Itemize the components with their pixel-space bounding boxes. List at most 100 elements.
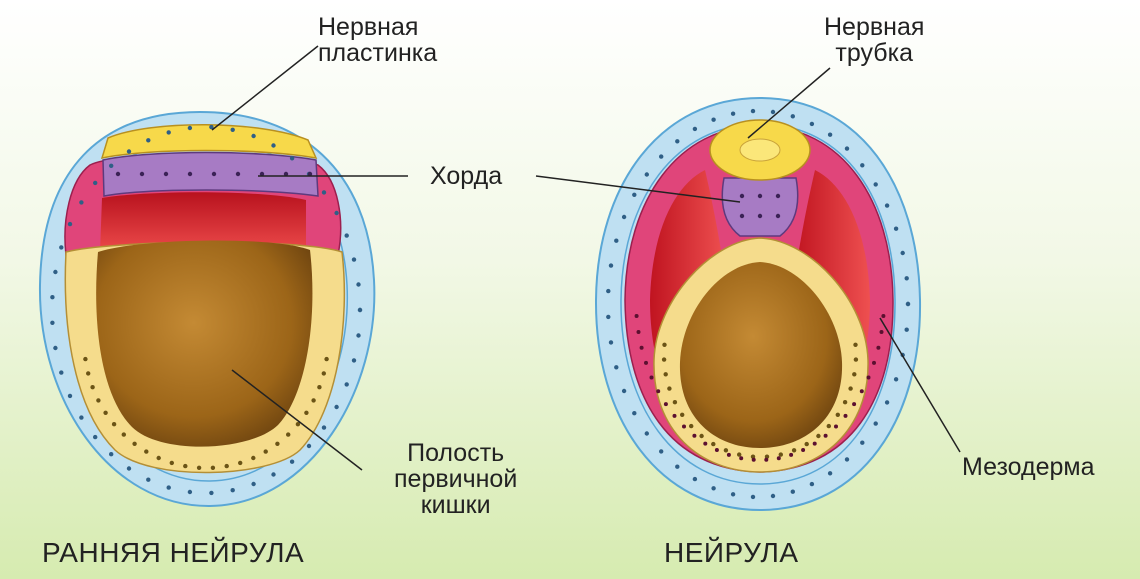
mesoderm-cell-nucleus — [673, 414, 677, 418]
ectoderm-cell-nucleus — [290, 156, 294, 160]
ectoderm-cell-nucleus — [828, 471, 832, 475]
endoderm-cell-nucleus — [843, 400, 847, 404]
ectoderm-cell-nucleus — [345, 233, 349, 237]
chord-cell-nucleus — [758, 214, 762, 218]
ectoderm-cell-nucleus — [632, 411, 636, 415]
mesoderm-cell-nucleus — [860, 389, 864, 393]
ectoderm-cell-nucleus — [711, 486, 715, 490]
mesoderm-cell-nucleus — [682, 425, 686, 429]
endoderm-cell-nucleus — [251, 456, 255, 460]
ectoderm-cell-nucleus — [167, 130, 171, 134]
ectoderm-cell-nucleus — [874, 421, 878, 425]
endoderm-cell-nucleus — [854, 357, 858, 361]
mesoderm-cell-nucleus — [650, 376, 654, 380]
label-neural-plate-line2: пластинка — [318, 40, 437, 66]
endoderm-cell-nucleus — [662, 357, 666, 361]
mesoderm-cell-nucleus — [824, 434, 828, 438]
chord-cell-nucleus — [740, 214, 744, 218]
endoderm-cell-nucleus — [197, 466, 201, 470]
ectoderm-cell-nucleus — [860, 441, 864, 445]
early-gut-cavity — [96, 240, 312, 446]
ectoderm-cell-nucleus — [894, 227, 898, 231]
endoderm-cell-nucleus — [724, 448, 728, 452]
ectoderm-cell-nucleus — [53, 346, 57, 350]
ectoderm-cell-nucleus — [609, 263, 613, 267]
mesoderm-cell-nucleus — [739, 456, 743, 460]
mesoderm-cell-nucleus — [635, 314, 639, 318]
ectoderm-cell-nucleus — [606, 315, 610, 319]
ectoderm-cell-nucleus — [659, 449, 663, 453]
ectoderm-cell-nucleus — [109, 164, 113, 168]
ectoderm-cell-nucleus — [845, 457, 849, 461]
ectoderm-cell-nucleus — [731, 112, 735, 116]
ectoderm-cell-nucleus — [79, 200, 83, 204]
endoderm-cell-nucleus — [96, 398, 100, 402]
mesoderm-cell-nucleus — [881, 314, 885, 318]
endoderm-cell-nucleus — [90, 385, 94, 389]
endoderm-cell-nucleus — [689, 424, 693, 428]
ectoderm-cell-nucleus — [231, 488, 235, 492]
ectoderm-cell-nucleus — [751, 109, 755, 113]
ectoderm-cell-nucleus — [209, 491, 213, 495]
endoderm-cell-nucleus — [311, 398, 315, 402]
endoderm-cell-nucleus — [680, 413, 684, 417]
mesoderm-cell-nucleus — [727, 453, 731, 457]
ectoderm-cell-nucleus — [885, 400, 889, 404]
chord-cell-nucleus — [164, 172, 168, 176]
ectoderm-cell-nucleus — [810, 482, 814, 486]
ectoderm-cell-nucleus — [50, 295, 54, 299]
ectoderm-cell-nucleus — [127, 149, 131, 153]
mesoderm-cell-nucleus — [880, 330, 884, 334]
ectoderm-cell-nucleus — [146, 138, 150, 142]
neurula-embryo — [596, 98, 920, 510]
endoderm-cell-nucleus — [183, 464, 187, 468]
ectoderm-cell-nucleus — [614, 239, 618, 243]
label-neural-plate-line1: Нервная — [318, 14, 437, 40]
ectoderm-cell-nucleus — [334, 405, 338, 409]
chord-cell-nucleus — [140, 172, 144, 176]
ectoderm-cell-nucleus — [127, 466, 131, 470]
mesoderm-cell-nucleus — [777, 456, 781, 460]
label-gut-cavity: Полость первичной кишки — [394, 440, 517, 518]
mesoderm-cell-nucleus — [834, 425, 838, 429]
mesoderm-cell-nucleus — [764, 458, 768, 462]
endoderm-cell-nucleus — [853, 343, 857, 347]
ectoderm-cell-nucleus — [771, 494, 775, 498]
ectoderm-cell-nucleus — [146, 478, 150, 482]
ectoderm-cell-nucleus — [188, 126, 192, 130]
ectoderm-cell-nucleus — [251, 482, 255, 486]
ectoderm-cell-nucleus — [188, 490, 192, 494]
endoderm-cell-nucleus — [852, 372, 856, 376]
ectoderm-cell-nucleus — [693, 127, 697, 131]
ectoderm-cell-nucleus — [645, 431, 649, 435]
ectoderm-cell-nucleus — [352, 358, 356, 362]
mesoderm-cell-nucleus — [752, 458, 756, 462]
ectoderm-cell-nucleus — [845, 146, 849, 150]
ectoderm-cell-nucleus — [68, 394, 72, 398]
ectoderm-cell-nucleus — [622, 215, 626, 219]
chord-cell-nucleus — [188, 172, 192, 176]
ectoderm-cell-nucleus — [905, 276, 909, 280]
ectoderm-cell-nucleus — [675, 139, 679, 143]
label-gut-cavity-line1: Полость — [394, 440, 517, 466]
mesoderm-cell-nucleus — [640, 346, 644, 350]
ectoderm-cell-nucleus — [828, 133, 832, 137]
ectoderm-cell-nucleus — [693, 477, 697, 481]
ectoderm-cell-nucleus — [675, 465, 679, 469]
endoderm-cell-nucleus — [122, 432, 126, 436]
label-gut-cavity-line3: кишки — [394, 492, 517, 518]
caption-early-neurula: РАННЯЯ НЕЙРУЛА — [42, 540, 304, 566]
mesoderm-cell-nucleus — [876, 346, 880, 350]
chord-cell-nucleus — [776, 194, 780, 198]
endoderm-cell-nucleus — [816, 434, 820, 438]
endoderm-cell-nucleus — [662, 343, 666, 347]
chord-cell-nucleus — [758, 194, 762, 198]
ectoderm-cell-nucleus — [906, 302, 910, 306]
ectoderm-cell-nucleus — [290, 460, 294, 464]
endoderm-cell-nucleus — [848, 386, 852, 390]
ectoderm-cell-nucleus — [874, 182, 878, 186]
endoderm-cell-nucleus — [667, 386, 671, 390]
endoderm-cell-nucleus — [132, 442, 136, 446]
